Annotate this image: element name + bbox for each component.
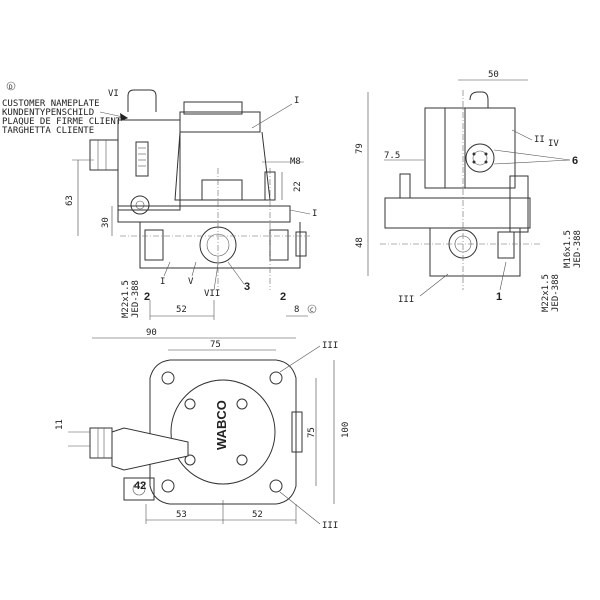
brand-wabco: WABCO [214,400,229,450]
dim-90: 90 [146,328,157,338]
label-i-low: I [160,277,165,287]
label-v: V [188,277,194,287]
dim-7-5: 7.5 [384,151,400,161]
port-label-3: 3 [244,281,250,293]
label-i-mid: I [312,209,317,219]
label-iii-side: III [398,295,414,305]
marker-c: C [310,307,314,314]
dim-8: 8 [294,305,299,315]
port-label-42: 42 [134,480,146,492]
port-label-6: 6 [572,155,578,167]
thread-front-std: JED-388 [131,280,141,318]
dim-79: 79 [355,143,365,154]
thread-side-a: M22x1.5 [541,274,551,312]
label-iv: IV [548,139,559,149]
dim-30: 30 [101,217,111,228]
label-iii-top: III [322,341,338,351]
nameplate-line-3: PLAQUE DE FIRME CLIENT [2,117,122,127]
dim-75-v: 75 [307,427,317,438]
dim-75-h: 75 [210,340,221,350]
dim-22: 22 [293,181,303,192]
label-iii-bottom: III [322,521,338,531]
top-view: WABCO III III 42 90 75 75 100 11 53 52 [55,328,351,531]
nameplate-line-2: KUNDENTYPENSCHILD [2,108,94,118]
label-vi: VI [108,89,119,99]
thread-side-a-std: JED-388 [551,274,561,312]
nameplate-line-4: TARGHETTA CLIENTE [2,126,94,136]
thread-side-b-std: JED-388 [573,230,583,268]
label-ii: II [534,135,545,145]
thread-side-b: M16x1.5 [563,230,573,268]
dim-52: 52 [176,305,187,315]
dim-53: 53 [176,510,187,520]
label-i-top: I [294,96,299,106]
nameplate-marker: D [9,84,13,91]
dim-63: 63 [65,195,75,206]
dim-48: 48 [355,237,365,248]
thread-front: M22x1.5 [121,280,131,318]
nameplate-line-1: CUSTOMER NAMEPLATE [2,99,100,109]
label-vii: VII [204,289,220,299]
front-view: VI I M8 I I V VII 3 2 2 C 63 30 22 52 8 … [65,89,317,320]
dim-50: 50 [488,70,499,80]
port-label-2-right: 2 [280,291,286,303]
nameplate-note: D CUSTOMER NAMEPLATE KUNDENTYPENSCHILD P… [2,81,129,136]
port-label-1: 1 [496,291,502,303]
dim-100: 100 [341,422,351,438]
side-view: II IV 6 III 1 50 79 48 7.5 M22x1.5 JED-3… [355,70,583,312]
dim-52-top: 52 [252,510,263,520]
port-label-2-left: 2 [144,291,150,303]
dim-11: 11 [55,419,65,430]
